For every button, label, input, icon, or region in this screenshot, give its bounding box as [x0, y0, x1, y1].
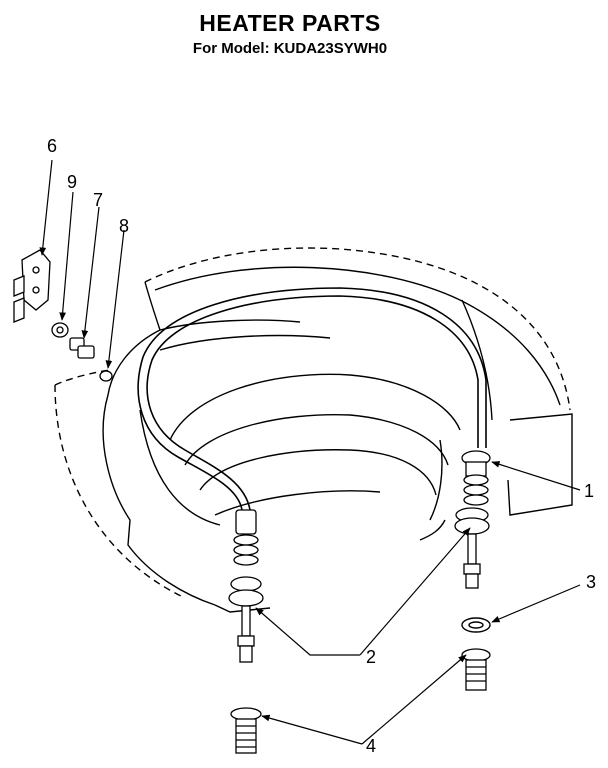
callout-2: 2	[366, 647, 376, 667]
nut-part-4-left	[230, 707, 262, 754]
right-terminal-assembly	[454, 450, 491, 589]
leader-lines	[39, 159, 581, 745]
model-subtitle: For Model: KUDA23SYWH0	[192, 40, 388, 57]
fitting-part-7	[69, 337, 95, 359]
diagram-title: HEATER PARTS	[199, 10, 381, 36]
thermostat-part-6	[13, 249, 51, 323]
tub-outline	[54, 247, 571, 599]
callout-4: 4	[366, 736, 376, 756]
tub-walls	[102, 266, 573, 613]
callout-6: 6	[47, 136, 57, 156]
callout-7: 7	[93, 190, 103, 210]
clip-part-9	[51, 322, 69, 338]
nut-part-4-right	[461, 648, 491, 691]
heater-element	[137, 287, 487, 511]
callout-3: 3	[586, 572, 596, 592]
callout-8: 8	[119, 216, 129, 236]
washer-part-3	[461, 617, 491, 633]
callout-9: 9	[67, 172, 77, 192]
callout-1: 1	[584, 481, 594, 501]
grommet-part-8	[99, 370, 113, 382]
left-terminal-assembly	[228, 509, 264, 663]
